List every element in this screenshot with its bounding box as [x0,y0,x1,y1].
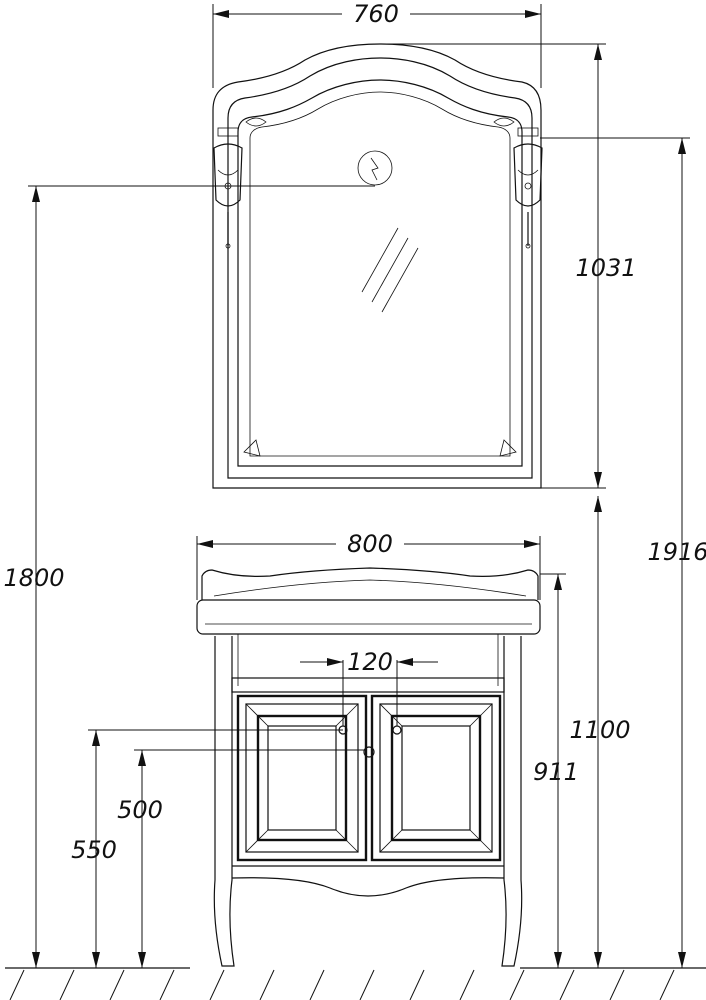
dim-light-height: 1800 [3,185,375,968]
dim-drain-upper: 550 [71,729,343,968]
basin-top [201,567,539,600]
dim-drain-lower-label: 500 [117,796,163,824]
dim-mirror-width-label: 760 [353,0,399,28]
dim-total-height-label: 1916 [647,538,706,566]
dim-vanity-height-label: 1100 [569,716,630,744]
ornament-bottom-right [499,439,517,457]
ornament-bottom-left [243,439,261,457]
mirror-glass [249,91,511,457]
dim-handle-spacing-label: 120 [347,648,393,676]
upper-rail [231,677,505,693]
right-leg [501,636,523,967]
apron-scallop [231,877,505,897]
ornament-top-left [245,117,267,127]
vanity [196,567,541,967]
left-leg [213,636,235,967]
electrical-point-icon [357,150,393,186]
dim-handle-spacing: 120 [300,648,438,726]
right-wall-lamp [513,127,543,249]
glass-reflection-2 [371,237,409,303]
mirror-frame-inner-band [227,57,533,479]
left-door [236,694,368,862]
dim-vanity-height: 1100 [540,487,631,968]
lightning-icon [370,157,379,181]
dim-drain-lower: 500 [117,749,366,968]
mirror [212,43,543,489]
right-drain-point [392,725,402,735]
countertop [196,599,541,635]
dim-drain-upper-label: 550 [71,836,117,864]
ornament-top-right [493,117,515,127]
dim-total-height: 1916 [540,137,706,968]
mirror-glass-edge [237,79,523,467]
floor-hatching [9,969,675,1000]
dim-mirror-height-label: 1031 [575,254,636,282]
basin-rim [213,579,527,597]
dim-vanity-width-label: 800 [347,530,393,558]
dim-counter-height: 911 [533,573,579,968]
door-knob-icon [363,746,375,758]
floor [5,967,706,1000]
glass-reflection-1 [361,227,399,293]
glass-reflection-3 [381,247,419,313]
dim-mirror-width: 760 [212,0,542,88]
dim-vanity-width: 800 [196,530,541,600]
dim-counter-height-label: 911 [533,758,579,786]
right-door [370,694,502,862]
dim-light-height-label: 1800 [3,564,64,592]
dim-mirror-height: 1031 [380,43,637,489]
